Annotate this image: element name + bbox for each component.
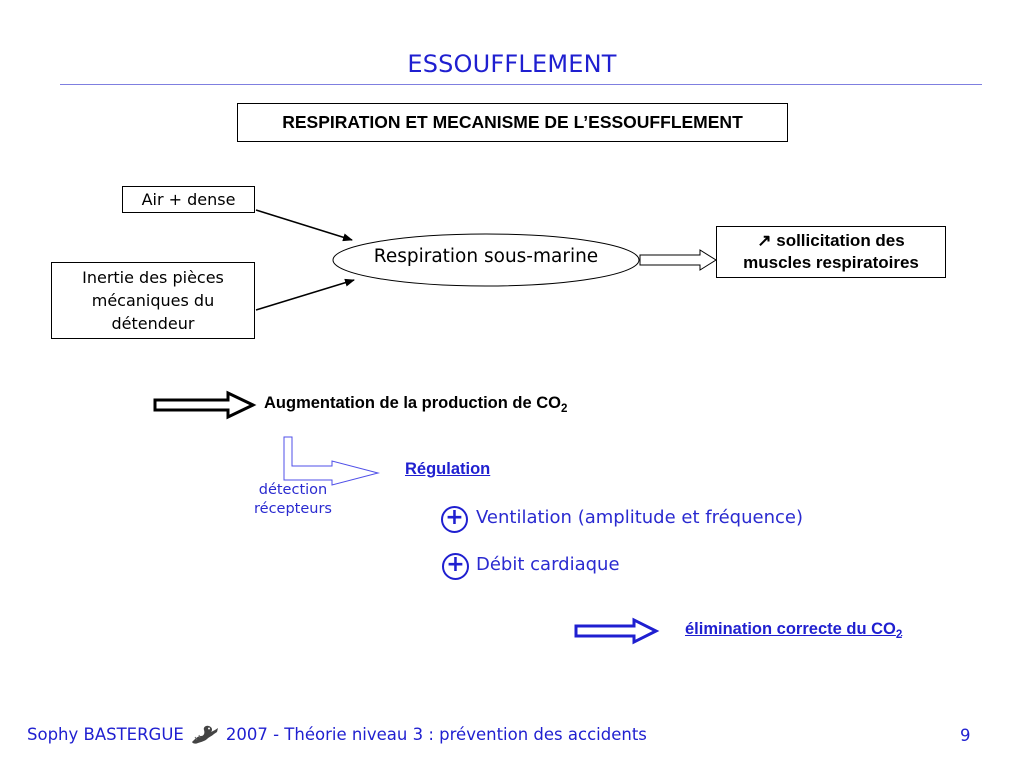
sollicitation-line-2: muscles respiratoires <box>743 253 919 272</box>
sollicitation-text: sollicitation des <box>776 231 905 250</box>
title-divider <box>60 84 982 85</box>
slide-title: ESSOUFFLEMENT <box>407 50 617 78</box>
sollicitation-line-1: ↗ sollicitation des <box>717 230 945 252</box>
arrow-respiration-to-sollicitation <box>639 249 717 271</box>
detection-line: détection <box>258 482 328 498</box>
input-inertie-detendeur: Inertie des pièces mécaniques du détende… <box>51 262 255 339</box>
arrow-inertie-to-respiration <box>255 278 355 311</box>
recepteurs-line: récepteurs <box>254 501 332 517</box>
respiration-ellipse <box>332 233 640 287</box>
diagram-heading: RESPIRATION ET MECANISME DE L’ESSOUFFLEM… <box>237 103 788 142</box>
footer-credit: Sophy BASTERGUE 2007 - Théorie niveau 3 … <box>27 723 647 745</box>
seahorse-logo-icon <box>191 725 218 744</box>
detection-recepteurs-label: détection récepteurs <box>238 481 348 519</box>
co2-subscript: 2 <box>895 629 903 642</box>
co2-elimination-text: élimination correcte du CO2 <box>685 620 903 642</box>
co2-production-text: Augmentation de la production de CO2 <box>264 394 568 416</box>
page-number: 9 <box>960 726 971 745</box>
footer-author: Sophy BASTERGUE <box>27 724 184 744</box>
co2-subscript: 2 <box>561 403 568 416</box>
co2-elimination-label: élimination correcte du CO <box>685 620 896 638</box>
ventilation-item: Ventilation (amplitude et fréquence) <box>476 507 803 528</box>
regulation-title: Régulation <box>405 460 491 478</box>
co2-production-label: Augmentation de la production de CO <box>264 394 561 412</box>
plus-circle-icon: + <box>442 553 469 580</box>
arrow-to-elimination <box>574 617 660 645</box>
footer-course: 2007 - Théorie niveau 3 : prévention des… <box>225 724 647 744</box>
arrow-air-to-respiration <box>255 209 353 242</box>
sollicitation-box: ↗ sollicitation des muscles respiratoire… <box>716 226 946 278</box>
plus-circle-icon: + <box>441 506 468 533</box>
respiration-node-label: Respiration sous-marine <box>373 246 599 267</box>
arrow-to-augmentation <box>153 390 257 420</box>
input-air-dense: Air + dense <box>122 186 255 213</box>
debit-cardiaque-item: Débit cardiaque <box>476 554 620 575</box>
increase-arrow-icon: ↗ <box>757 231 772 250</box>
arrow-detection-to-regulation <box>283 436 380 486</box>
